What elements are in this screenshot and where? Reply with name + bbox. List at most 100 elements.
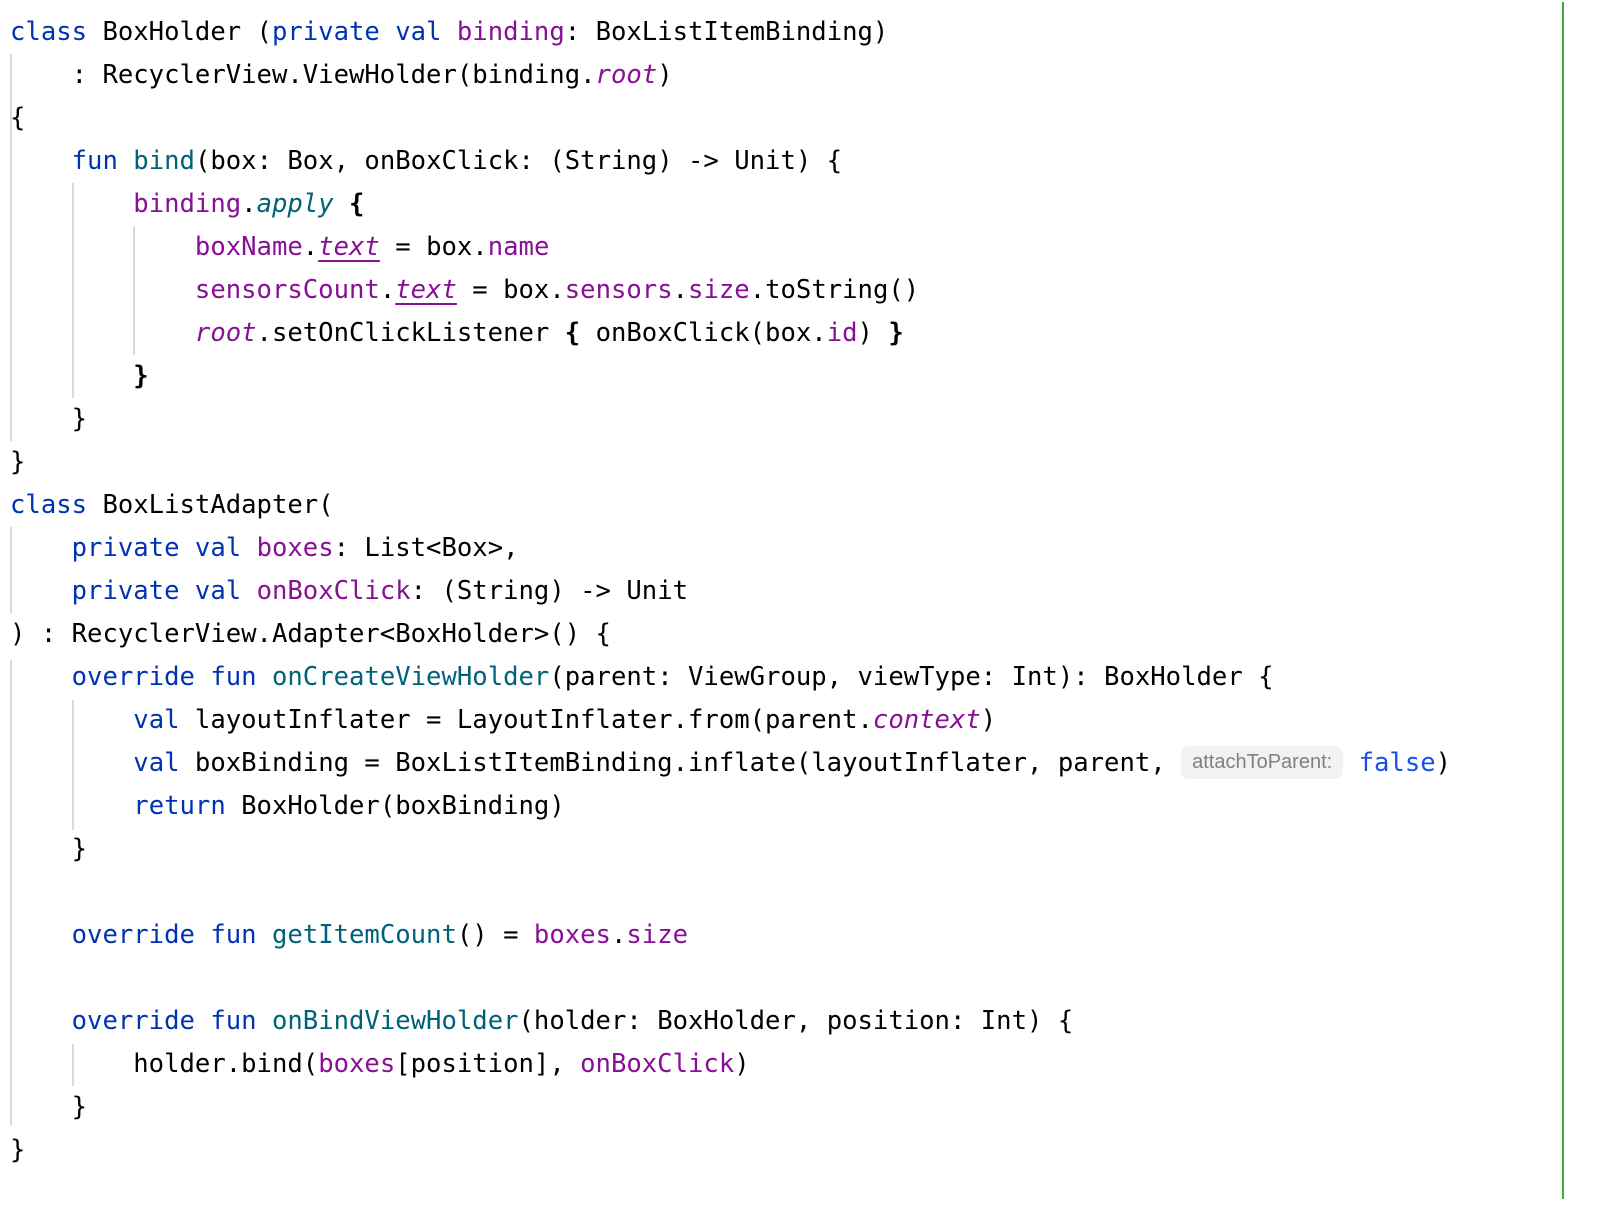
code-token: text	[395, 275, 457, 305]
code-token: }	[888, 318, 904, 348]
code-token	[441, 17, 456, 47]
code-token: (holder: BoxHolder, position: Int) {	[518, 1006, 1074, 1036]
code-token: .	[379, 275, 396, 305]
right-margin-guide	[1562, 2, 1564, 1199]
code-line: class BoxListAdapter(	[10, 484, 1451, 527]
code-token: private val	[71, 576, 242, 606]
code-token	[10, 791, 133, 821]
inlay-hint-attach-to-parent: attachToParent:	[1181, 746, 1344, 779]
code-line: binding.apply {	[10, 183, 1451, 226]
code-token: boxName	[194, 232, 303, 262]
code-token	[10, 662, 72, 692]
code-line: override fun onBindViewHolder(holder: Bo…	[10, 1000, 1451, 1043]
code-token: = box.	[379, 232, 488, 262]
code-line: override fun onCreateViewHolder(parent: …	[10, 656, 1451, 699]
code-token: BoxHolder (	[87, 17, 272, 47]
code-line: }	[10, 828, 1451, 871]
code-token: .	[241, 189, 257, 219]
code-token: {	[564, 318, 581, 348]
code-token: {	[349, 189, 365, 219]
indent-guide	[133, 226, 135, 355]
code-line: holder.bind(boxes[position], onBoxClick)	[10, 1043, 1451, 1086]
code-token	[10, 748, 133, 778]
code-token	[10, 146, 72, 176]
indent-guide	[10, 660, 12, 1125]
code-line: class BoxHolder (private val binding: Bo…	[10, 11, 1451, 54]
code-token: binding	[456, 17, 565, 47]
code-token	[257, 1006, 272, 1036]
code-area[interactable]: class BoxHolder (private val binding: Bo…	[10, 11, 1451, 1172]
code-token: onCreateViewHolder	[271, 662, 550, 692]
code-token: boxes	[533, 920, 611, 950]
code-token: = box.	[456, 275, 565, 305]
code-line: private val boxes: List<Box>,	[10, 527, 1451, 570]
code-token: : RecyclerView.ViewHolder(binding.	[10, 60, 596, 90]
code-token: )	[657, 60, 673, 90]
code-token: boxBinding = BoxListItemBinding.inflate(…	[179, 748, 1182, 778]
code-line	[10, 957, 1451, 1000]
code-token	[257, 662, 272, 692]
code-token: layoutInflater = LayoutInflater.from(par…	[179, 705, 873, 735]
code-token: false	[1358, 748, 1436, 778]
code-line: sensorsCount.text = box.sensors.size.toS…	[10, 269, 1451, 312]
code-token: )	[857, 318, 889, 348]
code-token: holder.bind(	[10, 1049, 319, 1079]
code-token: val	[133, 705, 180, 735]
code-token: boxes	[318, 1049, 396, 1079]
code-token: text	[318, 232, 380, 262]
code-token: {	[10, 103, 26, 133]
code-token: private val	[271, 17, 442, 47]
code-token: boxes	[256, 533, 334, 563]
code-token: BoxListAdapter(	[87, 490, 334, 520]
code-token: )	[980, 705, 997, 735]
code-line: }	[10, 398, 1451, 441]
code-token: size	[626, 920, 689, 950]
code-token: .setOnClickListener	[256, 318, 565, 348]
code-line: return BoxHolder(boxBinding)	[10, 785, 1451, 828]
code-token: : List<Box>,	[333, 533, 519, 563]
code-token	[10, 576, 72, 606]
code-line: }	[10, 1086, 1451, 1129]
code-token: BoxHolder(boxBinding)	[225, 791, 565, 821]
code-token	[10, 232, 195, 262]
code-token: sensors	[564, 275, 673, 305]
code-token	[10, 533, 72, 563]
code-token: }	[10, 447, 26, 477]
code-line: boxName.text = box.name	[10, 226, 1451, 269]
indent-guide	[72, 1044, 74, 1086]
code-token	[241, 533, 256, 563]
code-token: class	[10, 17, 88, 47]
code-token: : (String) -> Unit	[410, 576, 689, 606]
code-token: }	[10, 834, 88, 864]
code-token: .toString()	[749, 275, 920, 305]
code-token	[10, 705, 133, 735]
code-token	[1343, 748, 1358, 778]
code-token: bind	[133, 146, 195, 176]
code-token: override fun	[71, 662, 257, 692]
code-token: root	[194, 318, 257, 348]
code-token	[334, 189, 349, 219]
code-token: : BoxListItemBinding)	[564, 17, 889, 47]
code-token: override fun	[71, 920, 257, 950]
code-token: private val	[71, 533, 242, 563]
indent-guide	[10, 527, 12, 613]
code-token: sensorsCount	[194, 275, 380, 305]
code-token: override fun	[71, 1006, 257, 1036]
code-token: getItemCount	[271, 920, 457, 950]
code-token: .	[610, 920, 627, 950]
code-token	[10, 1006, 72, 1036]
code-token: binding	[133, 189, 242, 219]
code-token: () =	[456, 920, 534, 950]
code-token: }	[133, 361, 149, 391]
code-token: name	[487, 232, 550, 262]
code-token	[241, 576, 256, 606]
code-line: {	[10, 97, 1451, 140]
code-token: onBindViewHolder	[271, 1006, 519, 1036]
code-line: private val onBoxClick: (String) -> Unit	[10, 570, 1451, 613]
code-token: return	[133, 791, 226, 821]
code-token: ) : RecyclerView.Adapter<BoxHolder>() {	[10, 619, 611, 649]
code-token: class	[10, 490, 88, 520]
code-token: onBoxClick(box.	[580, 318, 827, 348]
code-token: }	[10, 1135, 26, 1165]
